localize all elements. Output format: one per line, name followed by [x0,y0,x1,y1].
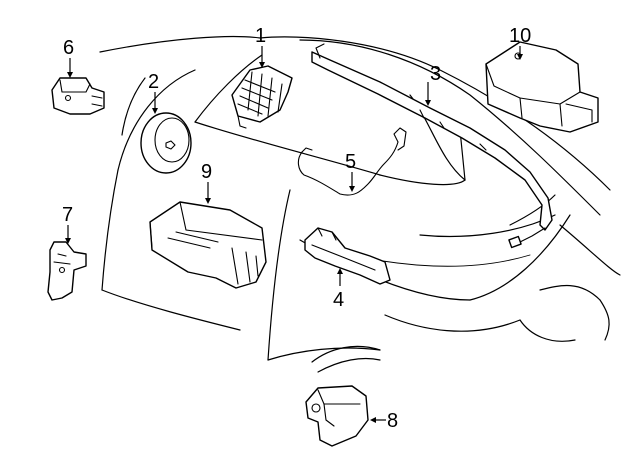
callout-4: 4 [333,289,344,311]
part-1-airbag-module[interactable] [231,65,293,129]
callout-labels: 1 2 3 4 5 6 7 8 9 10 [62,25,531,432]
callout-10: 10 [509,25,531,47]
leader-lines [65,46,523,423]
callout-5: 5 [345,151,356,173]
part-4-bracket[interactable] [304,227,391,285]
part-3-curtain-airbag[interactable] [311,43,553,249]
callout-8: 8 [387,410,398,432]
callout-1: 1 [255,25,266,47]
callout-7: 7 [62,204,73,226]
callout-9: 9 [201,161,212,183]
part-8-rear-sensor[interactable] [305,385,369,447]
part-9-control-module[interactable] [149,201,267,289]
callout-3: 3 [430,63,441,85]
part-10-module[interactable] [485,41,599,133]
part-2-steering-airbag[interactable] [140,112,192,174]
part-5-wiring-harness[interactable] [297,127,407,196]
callout-2: 2 [148,71,159,93]
vehicle-outline [99,35,621,373]
callout-6: 6 [63,37,74,59]
part-6-impact-sensor[interactable] [51,77,105,115]
part-7-side-sensor[interactable] [47,241,87,301]
